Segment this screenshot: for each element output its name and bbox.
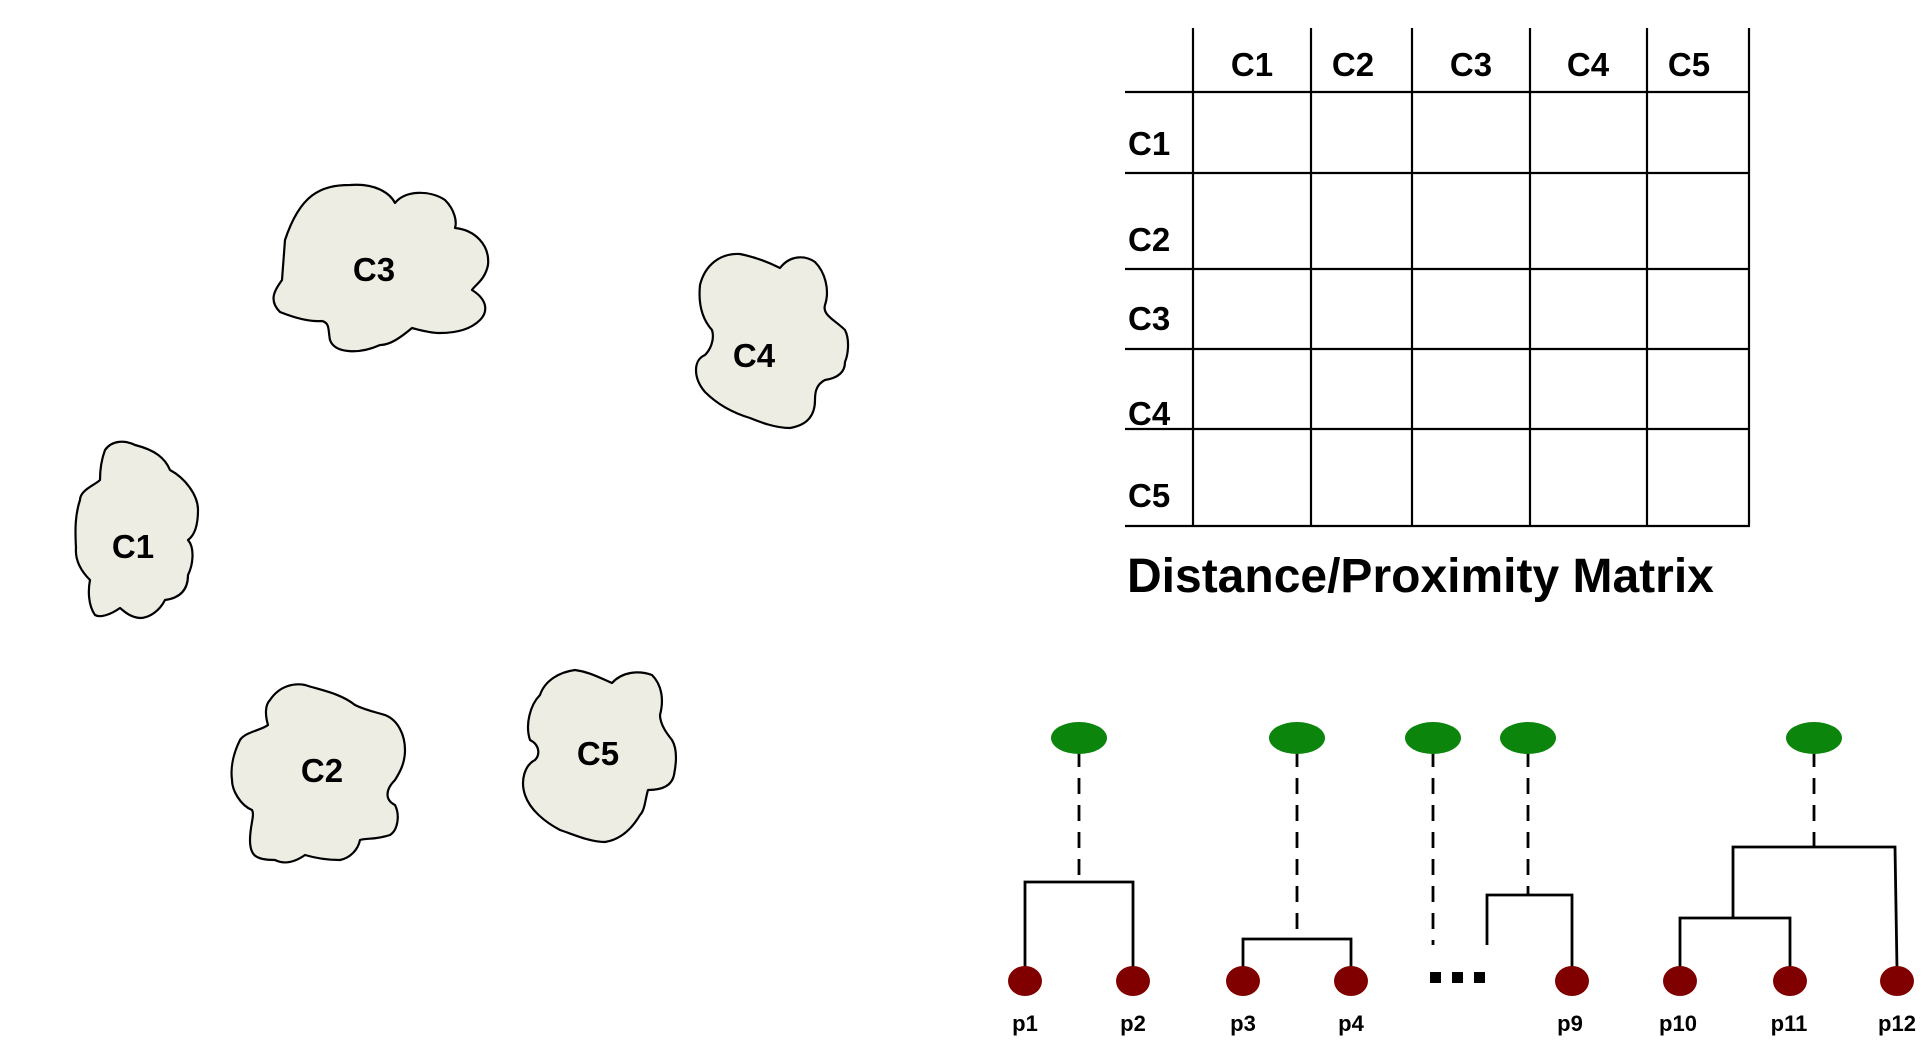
matrix-grid (1125, 28, 1751, 528)
dendrogram-group: p1 p2 p3 p4 p9 p10 p11 p12 (1008, 722, 1916, 1036)
cluster-c2: C2 (230, 683, 407, 864)
dendrogram-leaves (1008, 966, 1914, 996)
matrix-row-header: C1 (1128, 125, 1170, 162)
cluster-c5-shape (521, 668, 678, 844)
leaf-label-p1: p1 (1012, 1011, 1038, 1036)
cluster-c4: C4 (694, 252, 850, 430)
matrix-row-header: C4 (1128, 395, 1171, 432)
leaf-node-p1 (1008, 966, 1042, 996)
leaf-node-p3 (1226, 966, 1260, 996)
dendrogram-tree-1 (1023, 722, 1135, 969)
matrix-col-header: C4 (1567, 46, 1610, 83)
leaf-node-p12 (1880, 966, 1914, 996)
matrix-col-header: C3 (1450, 46, 1492, 83)
cluster-c3-shape (272, 183, 490, 353)
cluster-c3-label: C3 (353, 251, 395, 288)
dendrogram-root-node (1051, 722, 1107, 754)
matrix-row-headers: C1 C2 C3 C4 C5 (1128, 125, 1171, 514)
cluster-c2-label: C2 (301, 752, 343, 789)
cluster-c1: C1 (74, 440, 200, 620)
dendrogram-merge-edge (1023, 880, 1135, 969)
leaf-node-p9 (1555, 966, 1589, 996)
leaf-node-p4 (1334, 966, 1368, 996)
dendrogram-merge-edge (1731, 845, 1899, 970)
matrix-col-header: C5 (1668, 46, 1710, 83)
matrix-row-header: C5 (1128, 477, 1170, 514)
dendrogram-merge-edge (1241, 937, 1353, 969)
dendrogram-merge-edge (1678, 916, 1792, 969)
cluster-c5: C5 (521, 668, 678, 844)
matrix-row-header: C3 (1128, 300, 1170, 337)
matrix-column-headers: C1 C2 C3 C4 C5 (1231, 46, 1710, 83)
leaf-label-p2: p2 (1120, 1011, 1146, 1036)
dendrogram-root-node (1786, 722, 1842, 754)
dendrogram-tree-3 (1405, 722, 1461, 945)
leaf-node-p10 (1663, 966, 1697, 996)
cluster-c4-label: C4 (733, 337, 776, 374)
matrix-row-header: C2 (1128, 221, 1170, 258)
dendrogram-root-node (1500, 722, 1556, 754)
leaf-label-p4: p4 (1338, 1011, 1364, 1036)
leaf-label-p12: p12 (1878, 1011, 1916, 1036)
cluster-c4-shape (694, 252, 850, 430)
cluster-c3: C3 (272, 183, 490, 353)
ellipsis-icon (1430, 972, 1485, 983)
leaf-label-p11: p11 (1771, 1011, 1808, 1036)
cluster-c1-label: C1 (112, 528, 154, 565)
proximity-matrix: C1 C2 C3 C4 C5 C1 C2 C3 C4 C5 (1125, 28, 1751, 603)
dendrogram-merge-edge (1485, 893, 1574, 969)
leaf-label-p10: p10 (1659, 1011, 1697, 1036)
leaf-node-p2 (1116, 966, 1150, 996)
leaf-node-p11 (1773, 966, 1807, 996)
dendrogram-tree-5 (1678, 722, 1899, 970)
matrix-col-header: C1 (1231, 46, 1273, 83)
cluster-c2-shape (230, 683, 407, 864)
cluster-c1-shape (74, 440, 200, 620)
leaf-label-p9: p9 (1557, 1011, 1583, 1036)
dendrogram-tree-2 (1241, 722, 1353, 969)
matrix-col-header: C2 (1332, 46, 1374, 83)
dendrogram-leaf-labels: p1 p2 p3 p4 p9 p10 p11 p12 (1012, 1011, 1916, 1036)
dendrogram-root-node (1405, 722, 1461, 754)
cluster-c5-label: C5 (577, 735, 619, 772)
dendrogram-tree-4 (1485, 722, 1574, 969)
matrix-caption: Distance/Proximity Matrix (1127, 550, 1714, 603)
dendrogram-root-node (1269, 722, 1325, 754)
leaf-label-p3: p3 (1230, 1011, 1256, 1036)
